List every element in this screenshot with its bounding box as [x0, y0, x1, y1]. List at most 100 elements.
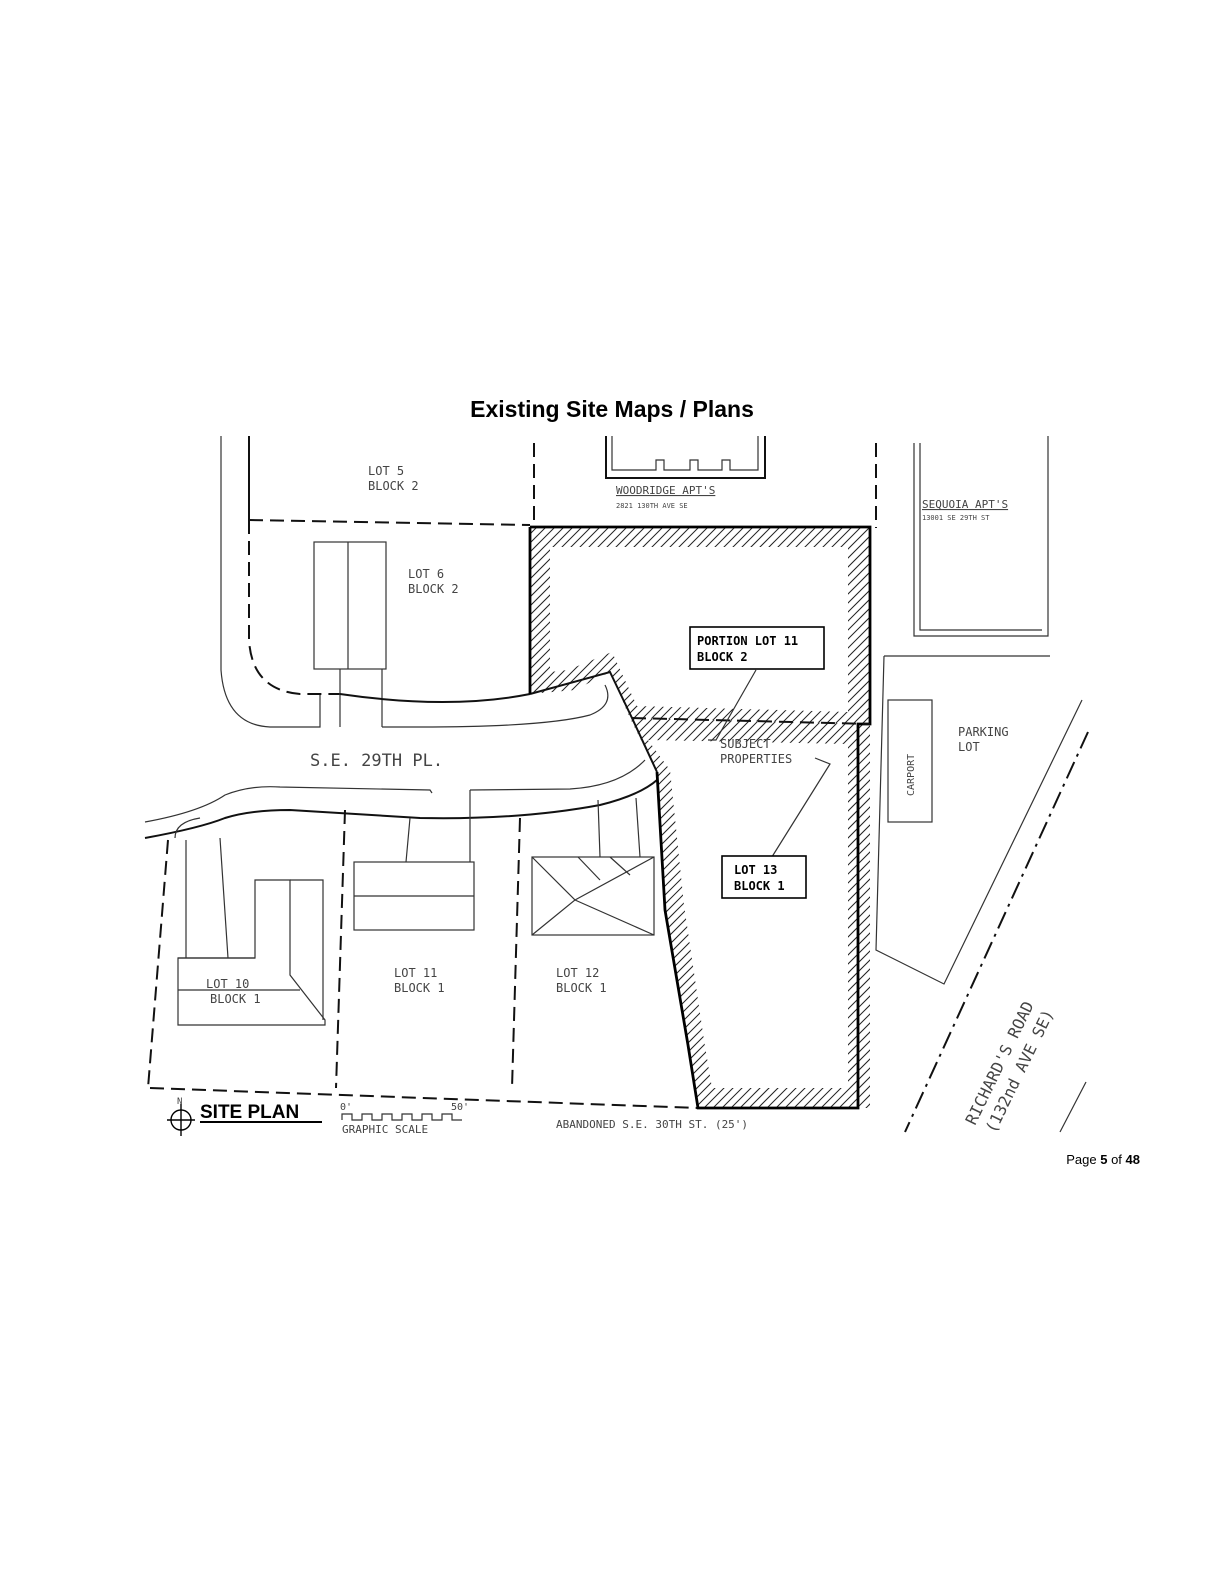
hatch-line: [232, 715, 629, 1112]
scale-end-label: 50': [451, 1102, 469, 1113]
lot13-box: [721, 855, 807, 899]
parking-lot-edge: [875, 655, 1083, 985]
lot11-lot12-boundary: [511, 817, 521, 1089]
curb-line-west: [220, 436, 321, 728]
south-boundary: [149, 1087, 699, 1109]
hatch-line: [0, 715, 287, 1112]
hatch-line: [630, 718, 729, 1108]
hatch-line: [864, 527, 870, 724]
hatch-line: [0, 715, 395, 1112]
richards-road-row: [904, 731, 1089, 1133]
lot5-lot6-boundary: [248, 519, 531, 526]
hatch-line: [819, 527, 870, 724]
street-row-cul-de-sac: [529, 670, 658, 773]
hatch-line: [0, 715, 359, 1112]
hatch-line: [0, 715, 206, 1112]
hatch-line: [0, 715, 377, 1112]
hatch-line: [630, 718, 720, 1108]
hatch-line: [109, 520, 319, 730]
carport: [887, 699, 933, 823]
lot12-driveway: [597, 797, 641, 858]
lot13-label: LOT 13: [734, 863, 777, 877]
page-number: Page 5 of 48: [1066, 1152, 1140, 1167]
scale-start-label: 0': [340, 1102, 352, 1113]
page-number-prefix: Page: [1066, 1152, 1101, 1167]
lot10-driveway: [185, 837, 229, 959]
hatch-line: [88, 715, 485, 1112]
street-row-south: [144, 779, 658, 839]
parking-label-1: PARKING: [958, 725, 1009, 739]
lot6-label: LOT 6: [408, 567, 444, 581]
hatch-line: [828, 527, 870, 724]
hatch-line: [871, 715, 1224, 1112]
hatch-line: [0, 715, 260, 1112]
lot12-house: [531, 856, 655, 936]
hatch-line: [892, 520, 1102, 730]
lot10-lot11-boundary: [335, 809, 346, 1089]
hatch-line: [79, 715, 476, 1112]
sequoia-building: [913, 436, 1049, 637]
hatch-line: [34, 715, 431, 1112]
hatch-line: [630, 718, 684, 1108]
hatch-lot13-block1: [0, 715, 1224, 1112]
subject-label-1: SUBJECT: [720, 737, 771, 751]
hatch-line: [154, 520, 364, 730]
hatch-line: [0, 715, 386, 1112]
lot10-block-label: BLOCK 1: [210, 992, 261, 1006]
graphic-scale-label: GRAPHIC SCALE: [342, 1123, 428, 1136]
hatch-line: [0, 715, 278, 1112]
hatch-line: [70, 715, 467, 1112]
hatch-line: [0, 715, 215, 1112]
page-title: Existing Site Maps / Plans: [470, 396, 754, 422]
hatch-line: [855, 527, 870, 724]
leader-lot13: [769, 757, 831, 861]
north-label: N: [177, 1097, 182, 1107]
hatch-line: [118, 520, 328, 730]
hatch-line: [530, 527, 545, 724]
hatch-line: [178, 715, 575, 1112]
hatch-line: [630, 718, 702, 1108]
hatch-line: [163, 520, 373, 730]
street-south-curb-west: [144, 786, 433, 823]
hatch-line: [43, 715, 440, 1112]
hatch-line: [630, 718, 711, 1108]
lot13-block-label: BLOCK 1: [734, 879, 785, 893]
lot5-block-label: BLOCK 2: [368, 479, 419, 493]
hatch-line: [0, 715, 314, 1112]
lot6-house: [313, 541, 387, 670]
hatch-line: [214, 715, 611, 1112]
hatch-line: [846, 527, 870, 724]
page-number-of: of: [1107, 1152, 1126, 1167]
portion-lot11-block-label: BLOCK 2: [697, 650, 748, 664]
lot12-label: LOT 12: [556, 966, 599, 980]
north-arrow-icon: [167, 1104, 195, 1136]
lot11-lot13-boundary: [631, 717, 871, 725]
lot10-house: [177, 879, 326, 1026]
hatch-line: [0, 715, 269, 1112]
hatch-line: [106, 715, 503, 1112]
woodridge-building: [605, 436, 766, 479]
hatch-line: [100, 520, 310, 730]
hatch-line: [630, 718, 738, 1108]
hatch-line: [244, 520, 454, 730]
street-row-north: [339, 693, 531, 703]
hatch-line: [530, 527, 581, 724]
hatch-line: [307, 520, 517, 730]
hatch-line: [0, 715, 224, 1112]
parking-label-2: LOT: [958, 740, 980, 754]
hatch-line: [223, 715, 620, 1112]
carport-label: CARPORT: [906, 754, 917, 796]
hatch-line: [97, 715, 494, 1112]
hatch-line: [0, 715, 368, 1112]
sequoia-address: 13001 SE 29TH ST: [922, 514, 990, 522]
hatch-line: [0, 715, 332, 1112]
abandoned-street-label: ABANDONED S.E. 30TH ST. (25'): [556, 1118, 748, 1131]
hatch-line: [0, 715, 350, 1112]
hatch-line: [789, 718, 870, 1108]
hatch-line: [898, 715, 1224, 1112]
hatch-line: [0, 715, 296, 1112]
sequoia-building-inner: [919, 443, 1042, 631]
lot6-driveway: [339, 669, 383, 727]
hatch-line: [889, 715, 1224, 1112]
